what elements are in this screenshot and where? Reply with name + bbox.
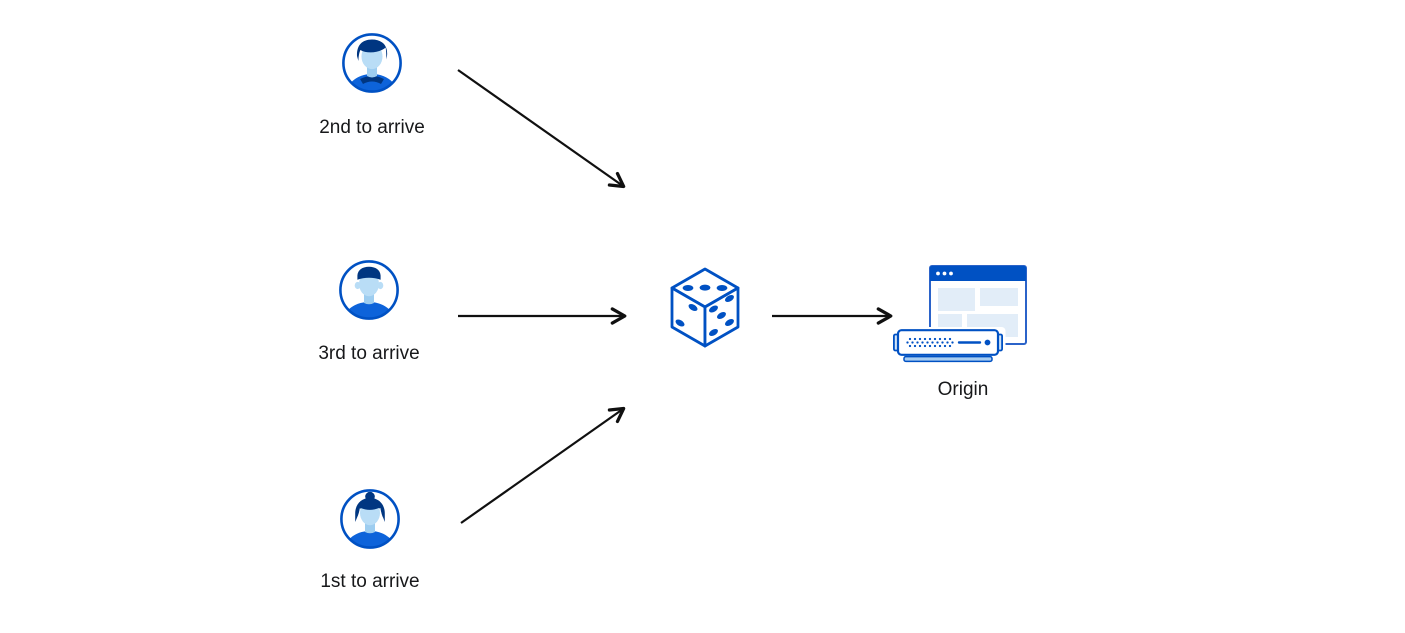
client-1st-label: 1st to arrive <box>320 571 420 592</box>
female-avatar-bun-icon <box>340 489 400 549</box>
client-2nd-label: 2nd to arrive <box>319 117 425 138</box>
arrow-client-1st-to-dice <box>460 406 626 524</box>
arrow-client-2nd-to-dice <box>457 69 626 189</box>
male-avatar-flat-top-icon <box>339 260 399 320</box>
server-icon <box>890 327 1006 363</box>
dice-icon <box>670 267 740 348</box>
server-dot-pattern <box>906 337 954 348</box>
client-3rd-label: 3rd to arrive <box>318 343 420 364</box>
origin-label: Origin <box>937 379 989 400</box>
male-avatar-swept-hair-icon <box>342 33 402 93</box>
